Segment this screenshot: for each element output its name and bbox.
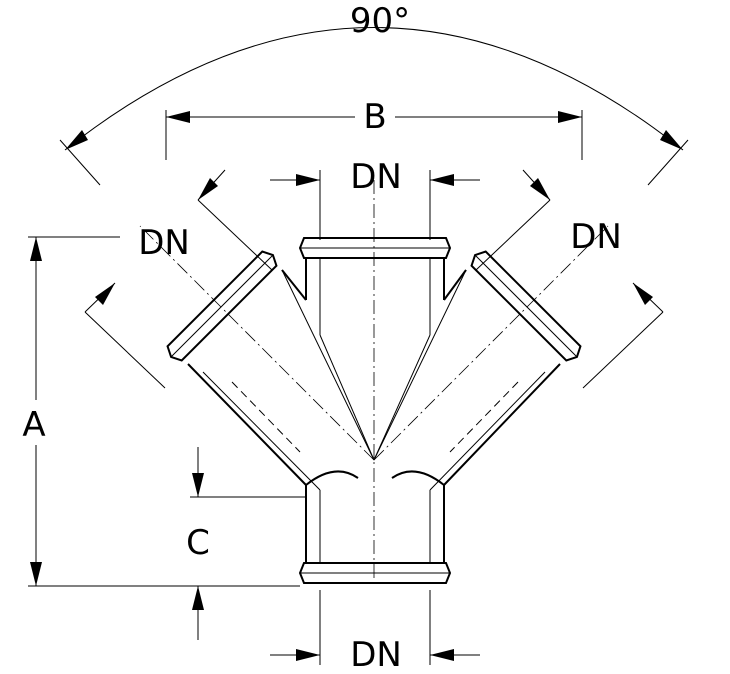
dimension-a: A — [22, 236, 300, 587]
b-label: B — [363, 97, 386, 137]
dimension-dn-bottom: DN — [270, 590, 480, 674]
center-lines — [139, 180, 609, 585]
dimension-dn-left: DN — [84, 169, 273, 389]
dimension-dn-right: DN — [475, 169, 664, 389]
c-label: C — [186, 523, 210, 563]
dn-top-label: DN — [350, 157, 402, 197]
a-label: A — [22, 405, 45, 445]
dn-left-label: DN — [138, 223, 190, 263]
fitting-body — [166, 237, 582, 584]
dimension-c: C — [186, 447, 306, 640]
dimension-dn-top: DN — [270, 157, 480, 240]
angle-label: 90° — [350, 1, 410, 41]
dn-right-label: DN — [570, 217, 622, 257]
dimension-b: B — [165, 97, 583, 160]
dn-bottom-label: DN — [350, 635, 402, 674]
angle-dimension: 90° — [59, 1, 689, 186]
